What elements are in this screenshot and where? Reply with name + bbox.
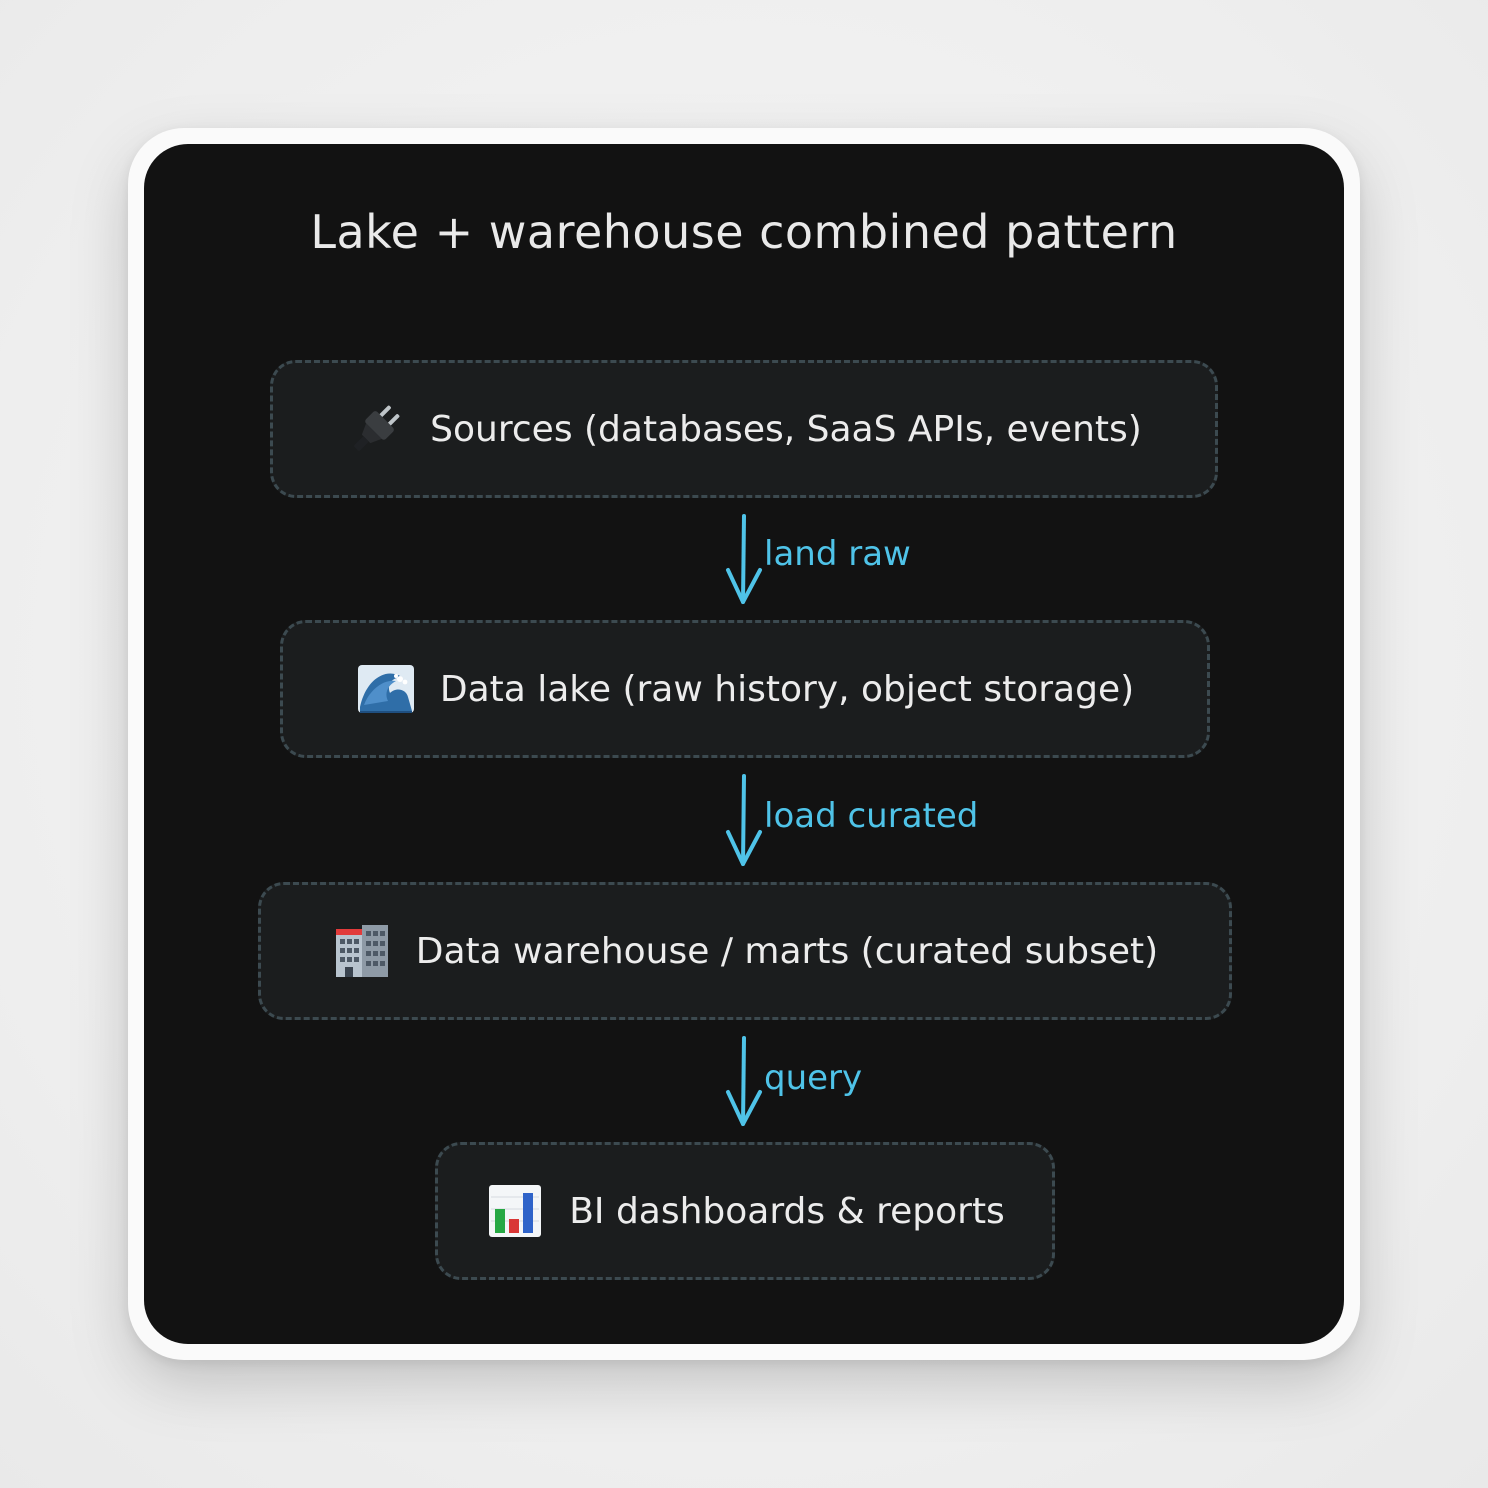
node-sources[interactable]: Sources (databases, SaaS APIs, events) [270,360,1218,498]
node-bi-dashboards-label: BI dashboards & reports [569,1190,1005,1232]
node-data-warehouse-label: Data warehouse / marts (curated subset) [415,930,1159,972]
diagram-title: Lake + warehouse combined pattern [310,205,1178,259]
node-bi-dashboards[interactable]: BI dashboards & reports [435,1142,1055,1280]
node-sources-label: Sources (databases, SaaS APIs, events) [430,408,1142,450]
edge-label-land-raw: land raw [764,534,911,574]
node-data-warehouse[interactable]: Data warehouse / marts (curated subset) [258,882,1232,1020]
node-data-lake-label: Data lake (raw history, object storage) [439,668,1135,710]
edge-label-query: query [764,1058,863,1098]
node-data-lake[interactable]: Data lake (raw history, object storage) [280,620,1210,758]
edge-label-load-curated: load curated [764,796,979,836]
bar-chart-icon [485,1181,545,1241]
plug-icon [346,399,406,459]
wave-icon [356,659,416,719]
office-building-icon [332,921,392,981]
